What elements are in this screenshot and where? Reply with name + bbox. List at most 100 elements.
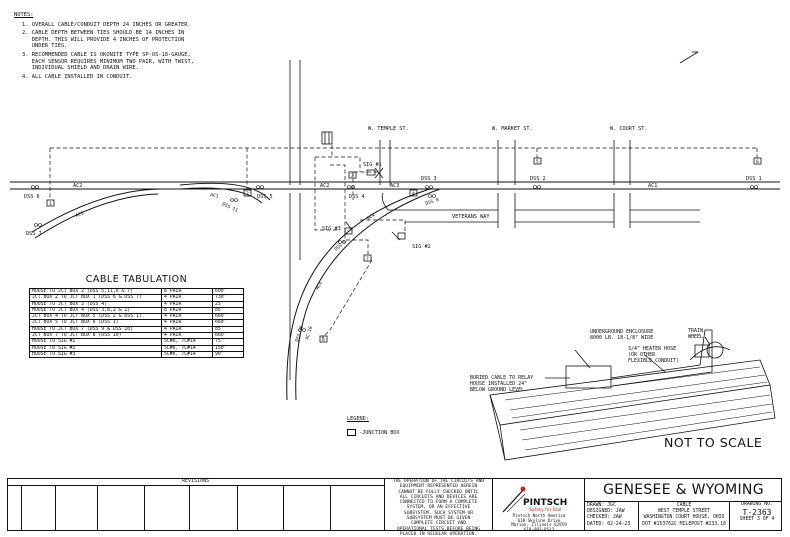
sensor-label-dss7: DSS 7	[26, 231, 42, 237]
junction-box-8-number: 8	[322, 337, 325, 343]
cable-tabulation: CABLE TABULATION HOUSE TO JCT BOX 2 (DSS…	[29, 274, 244, 359]
track-label-ac10: AC 10	[304, 325, 314, 340]
junction-box-7	[363, 254, 372, 262]
note-3: 3. RECOMMENDED CABLE IS OKONITE TYPE SP-…	[22, 51, 195, 72]
legend-title: LEGEND:	[347, 416, 369, 422]
sensor-label-dss2: DSS 2	[530, 176, 546, 182]
cable-length: 85'	[212, 306, 244, 315]
junction-box-4-number: 4	[412, 191, 415, 197]
drawing-number: T-2363	[742, 508, 772, 518]
signal-3-head	[344, 227, 353, 235]
sensor-label-dss6: DSS 6	[24, 194, 40, 200]
junction-box-8	[319, 335, 328, 343]
junction-box-6-number: 6	[756, 159, 759, 165]
sensor-label-dss10: DSS 10	[294, 325, 305, 343]
junction-box-5	[533, 157, 542, 165]
drawing-info: DRAWN: JGC DESIGNED: JAW CHECKED: JAW DA…	[584, 502, 782, 531]
junction-box-5-number: 5	[536, 159, 539, 165]
junction-box-2	[243, 189, 252, 197]
street-label-court: W. COURT ST.	[610, 126, 647, 132]
notes-title: NOTES:	[14, 12, 34, 18]
relay-house	[321, 131, 333, 145]
revisions-block: REVISIONS	[7, 478, 384, 531]
street-label-veterans: VETERANS WAY	[452, 214, 490, 220]
cable-tabulation-title: CABLE TABULATION	[85, 274, 188, 285]
pintsch-logo-icon	[502, 486, 526, 513]
track-label-ac3: AC3	[390, 183, 399, 189]
junction-box-6	[753, 157, 762, 165]
junction-box-1-number: 1	[49, 201, 52, 207]
cable-length: 85'	[212, 325, 244, 334]
track-label-ac1: AC1	[648, 183, 657, 189]
designed-by: DESIGNED: JAW	[587, 509, 625, 515]
track-label-ac3b: AC3	[75, 211, 85, 219]
pintsch-logo-block: PINTSCH Safety for Rail Pintsch North Am…	[492, 478, 584, 532]
cable-length: 660'	[212, 332, 244, 340]
checked-by: CHECKED: JAW	[587, 515, 622, 521]
enclosure-callout: UNDERGROUND ENCLOSURE 8000 LB. 18-1/8" W…	[590, 329, 654, 341]
note-4: 4. ALL CABLE INSTALLED IN CONDUIT.	[22, 73, 133, 80]
track-label-ac2b: AC2	[320, 183, 329, 189]
sensor-label-dss5: DSS 5	[257, 194, 273, 200]
sheet-number: SHEET 3 OF 4	[739, 517, 775, 523]
brand-tagline: Safety for Rail	[529, 508, 562, 513]
cable-row: JCT BOX 2 TO JCT BOX 1 (DSS 6 & DSS 7)4 …	[29, 294, 244, 302]
track-label-ac2: AC2	[73, 183, 82, 189]
junction-box-3-number: 3	[351, 173, 354, 179]
sensor-label-dss11: DSS 11	[221, 201, 239, 214]
brand-address: Pintsch North America 610 Skyline Drive …	[511, 513, 567, 532]
junction-box-3	[348, 171, 357, 179]
cable-row: HOUSE TO JCT BOX 7 (DSS 9 & DSS 10)4 PAI…	[29, 325, 244, 334]
cable-length: 25'	[212, 300, 244, 308]
not-to-scale-label: NOT TO SCALE	[664, 435, 763, 450]
street-label-market: W. MARKET ST.	[492, 126, 533, 132]
heater-hose-callout: 3/4" HEATER HOSE (OR OTHER FLEXIBLE COND…	[628, 346, 680, 364]
cable-length: 600'	[212, 287, 244, 296]
track-label-ac1b: AC1	[210, 192, 220, 200]
title-block	[7, 478, 782, 531]
underground-enclosure	[565, 365, 612, 389]
brand-name: PINTSCH	[523, 498, 568, 508]
junction-box-2-number: 2	[246, 191, 249, 197]
subject-line-2: WEST TEMPLE STREET	[658, 509, 710, 515]
signal-2-head	[397, 232, 406, 240]
note-2: 2. CABLE DEPTH BETWEEN TIES SHOULD BE 14…	[22, 30, 185, 50]
junction-box-legend-icon	[347, 429, 356, 436]
subject-line-1: CABLE	[676, 503, 692, 508]
buried-cable-callout: BURIED CABLE TO RELAY HOUSE INSTALLED 24…	[470, 375, 534, 393]
subject-line-4: DOT #153762C MILEPOST #233.18	[642, 521, 726, 527]
drawn-by: DRAWN: JGC	[587, 503, 616, 508]
sensor-label-dss8: DSS 8	[425, 197, 440, 207]
cable-length: 150'	[212, 344, 244, 352]
drawing-number-label: DRAWING NO.	[741, 502, 773, 507]
sensor-label-dss4: DSS 4	[349, 194, 365, 200]
cable-length: 660'	[212, 313, 244, 321]
junction-box-4	[409, 189, 418, 197]
cable-length: 90'	[212, 350, 244, 359]
signal-label-3: SIG #3	[322, 226, 341, 232]
cable-length: 75'	[212, 338, 244, 346]
cable-run: JCT BOX 2 TO JCT BOX 1 (DSS 6 & DSS 7)	[29, 294, 162, 302]
train-wheel-callout: TRAIN WHEEL	[688, 328, 704, 340]
revisions-header: REVISIONS	[7, 478, 384, 486]
railroad-name: GENESEE & WYOMING	[584, 478, 782, 502]
date: DATED: 02-24-23	[587, 521, 631, 527]
cable-size: 5C#6, 7C#14	[161, 350, 213, 359]
disclaimer: THE OPERATION OF THE CIRCUITS AND EQUIPM…	[384, 478, 492, 537]
cable-length: 730'	[212, 294, 244, 302]
cable-run: HOUSE TO SIG #3	[29, 350, 162, 359]
junction-box-7-number: 7	[366, 256, 369, 262]
legend: LEGEND: -JUNCTION BOX	[347, 416, 400, 436]
track-label-ac4b: AC4	[315, 281, 324, 291]
notes-block: NOTES: 1. OVERALL CABLE/CONDUIT DEPTH 24…	[14, 12, 194, 80]
junction-box-1	[46, 199, 55, 207]
subject-line-3: WASHINGTON COURT HOUSE, OHIO	[643, 515, 725, 521]
signal-1-head	[366, 169, 376, 176]
